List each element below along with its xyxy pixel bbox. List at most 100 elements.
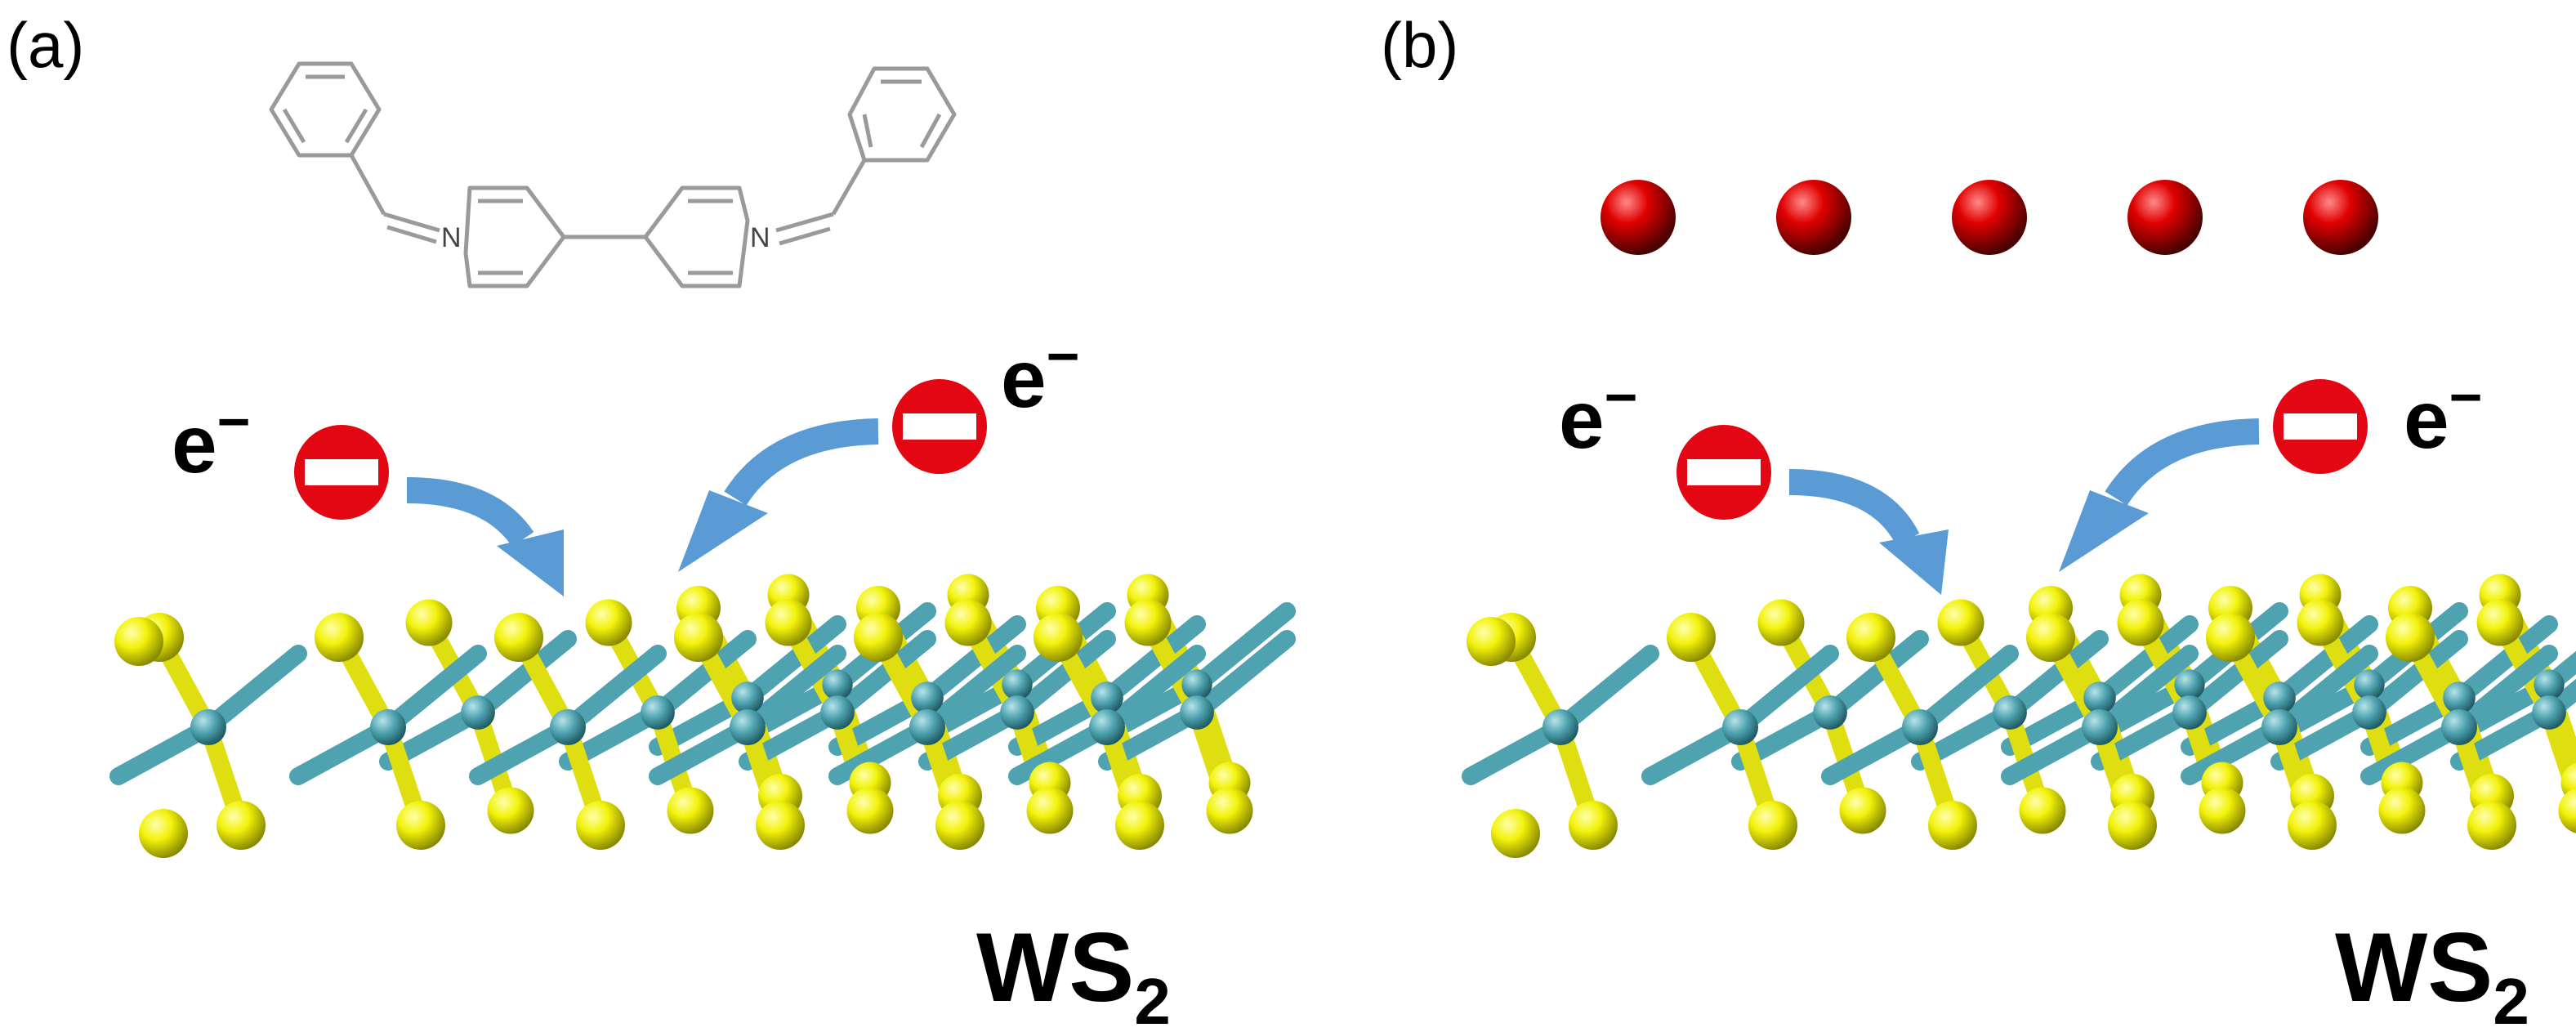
lattice-bond (2091, 645, 2199, 736)
lattice-bond (918, 615, 1026, 707)
sulfur-atom (1115, 801, 1164, 850)
lattice-bond (559, 645, 667, 736)
sulfur-atom (396, 801, 445, 850)
panel-a: (a) N N (7, 9, 1296, 1032)
electron-right (2273, 379, 2368, 474)
lattice-bond (2360, 630, 2468, 722)
adsorbate-sphere (1776, 180, 1851, 255)
sulfur-atom (1839, 787, 1886, 834)
tungsten-atom (1091, 681, 1123, 714)
sulfur-atom (756, 801, 805, 850)
nitrogen-left: N (441, 222, 462, 253)
lattice-bond (828, 630, 936, 722)
substrate-label: WS2 (2335, 913, 2529, 1032)
sulfur-atom (139, 809, 188, 858)
tungsten-atom (1993, 695, 2027, 730)
lattice-bond (2540, 678, 2576, 722)
electron-left (1676, 425, 1771, 520)
sulfur-atom (114, 617, 163, 666)
tungsten-atom (2441, 709, 2477, 745)
sulfur-atom (487, 787, 534, 834)
sulfur-atom (1748, 801, 1797, 850)
lattice-bond (2091, 615, 2199, 707)
sulfur-atom (1667, 613, 1716, 662)
sulfur-atom (1206, 787, 1253, 834)
lattice-bond (2001, 630, 2109, 722)
adsorbate-sphere (1952, 180, 2027, 255)
sulfur-atom (2117, 599, 2164, 646)
lattice-bond (1731, 645, 1839, 736)
lattice-bond (918, 645, 1026, 736)
lattice-bond (1008, 630, 1116, 722)
tungsten-atom (2261, 709, 2297, 745)
tungsten-atom (909, 709, 945, 745)
tungsten-atom (731, 681, 764, 714)
lattice-bond (2181, 630, 2288, 722)
tungsten-atom (2534, 669, 2565, 700)
electron-label-left: e− (172, 390, 251, 490)
molecule-structure: N N (269, 61, 957, 288)
tungsten-atom (2532, 695, 2566, 730)
adsorbate-sphere (1601, 180, 1676, 255)
lattice-bond (469, 630, 577, 722)
lattice-bond (2450, 645, 2558, 736)
panel-b-label: (b) (1381, 9, 1458, 81)
tungsten-atom (2082, 709, 2118, 745)
lattice-bond (2270, 645, 2378, 736)
electron-right (892, 379, 987, 474)
sulfur-atom (674, 613, 723, 662)
sulfur-atom (585, 599, 632, 646)
electron-label-right: e− (1001, 324, 1080, 425)
tungsten-atom (370, 709, 406, 745)
lattice-bond (1188, 602, 1296, 694)
sulfur-atom (2467, 801, 2516, 850)
tungsten-atom (1542, 709, 1578, 745)
tungsten-atom (2083, 681, 2116, 714)
sulfur-atom (1846, 613, 1895, 662)
lattice-bond (379, 645, 487, 736)
sulfur-atom (1569, 801, 1618, 850)
sulfur-atom (2288, 801, 2337, 850)
lattice-bond (1098, 615, 1206, 707)
tungsten-atom (190, 709, 226, 745)
sulfur-atom (1928, 801, 1977, 850)
sulfur-atom (667, 787, 714, 834)
tungsten-atom (550, 709, 586, 745)
methine-bond-right (775, 212, 834, 233)
tungsten-atom (641, 695, 675, 730)
sulfur-atom (1937, 599, 1984, 646)
ws2-lattice (109, 574, 1296, 858)
lattice-bond (1098, 645, 1206, 736)
tungsten-atom (1902, 709, 1938, 745)
sulfur-atom (1026, 787, 1074, 834)
electron-label-right: e− (2404, 365, 2483, 466)
sulfur-atom (944, 599, 992, 646)
tungsten-atom (461, 695, 495, 730)
sulfur-atom (2378, 787, 2426, 834)
sulfur-atom (2019, 787, 2066, 834)
sulfur-atom (1491, 809, 1540, 858)
lattice-bond (739, 615, 846, 707)
tungsten-atom (1089, 709, 1125, 745)
phenyl-ring-right (847, 66, 957, 163)
sulfur-atom (2108, 801, 2157, 850)
sulfur-atom (846, 787, 894, 834)
adsorbate-sphere (2127, 180, 2203, 255)
sulfur-atom (494, 613, 543, 662)
ws2-lattice (1462, 574, 2576, 858)
pyridine-ring-right (643, 185, 750, 288)
sulfur-atom (765, 599, 812, 646)
sulfur-atom (1124, 599, 1172, 646)
sulfur-atom (576, 801, 625, 850)
tungsten-atom (1181, 669, 1212, 700)
arrow-right (678, 418, 879, 572)
lattice-bond (1551, 645, 1659, 736)
nitrogen-right: N (750, 222, 770, 253)
tungsten-atom (2263, 681, 2296, 714)
electron-label-left: e− (1559, 365, 1638, 466)
tungsten-atom (1180, 695, 1214, 730)
sulfur-atom (2558, 788, 2576, 833)
tungsten-atom (2443, 681, 2476, 714)
methine-bond-left (349, 154, 386, 216)
lattice-bond (2450, 615, 2558, 707)
